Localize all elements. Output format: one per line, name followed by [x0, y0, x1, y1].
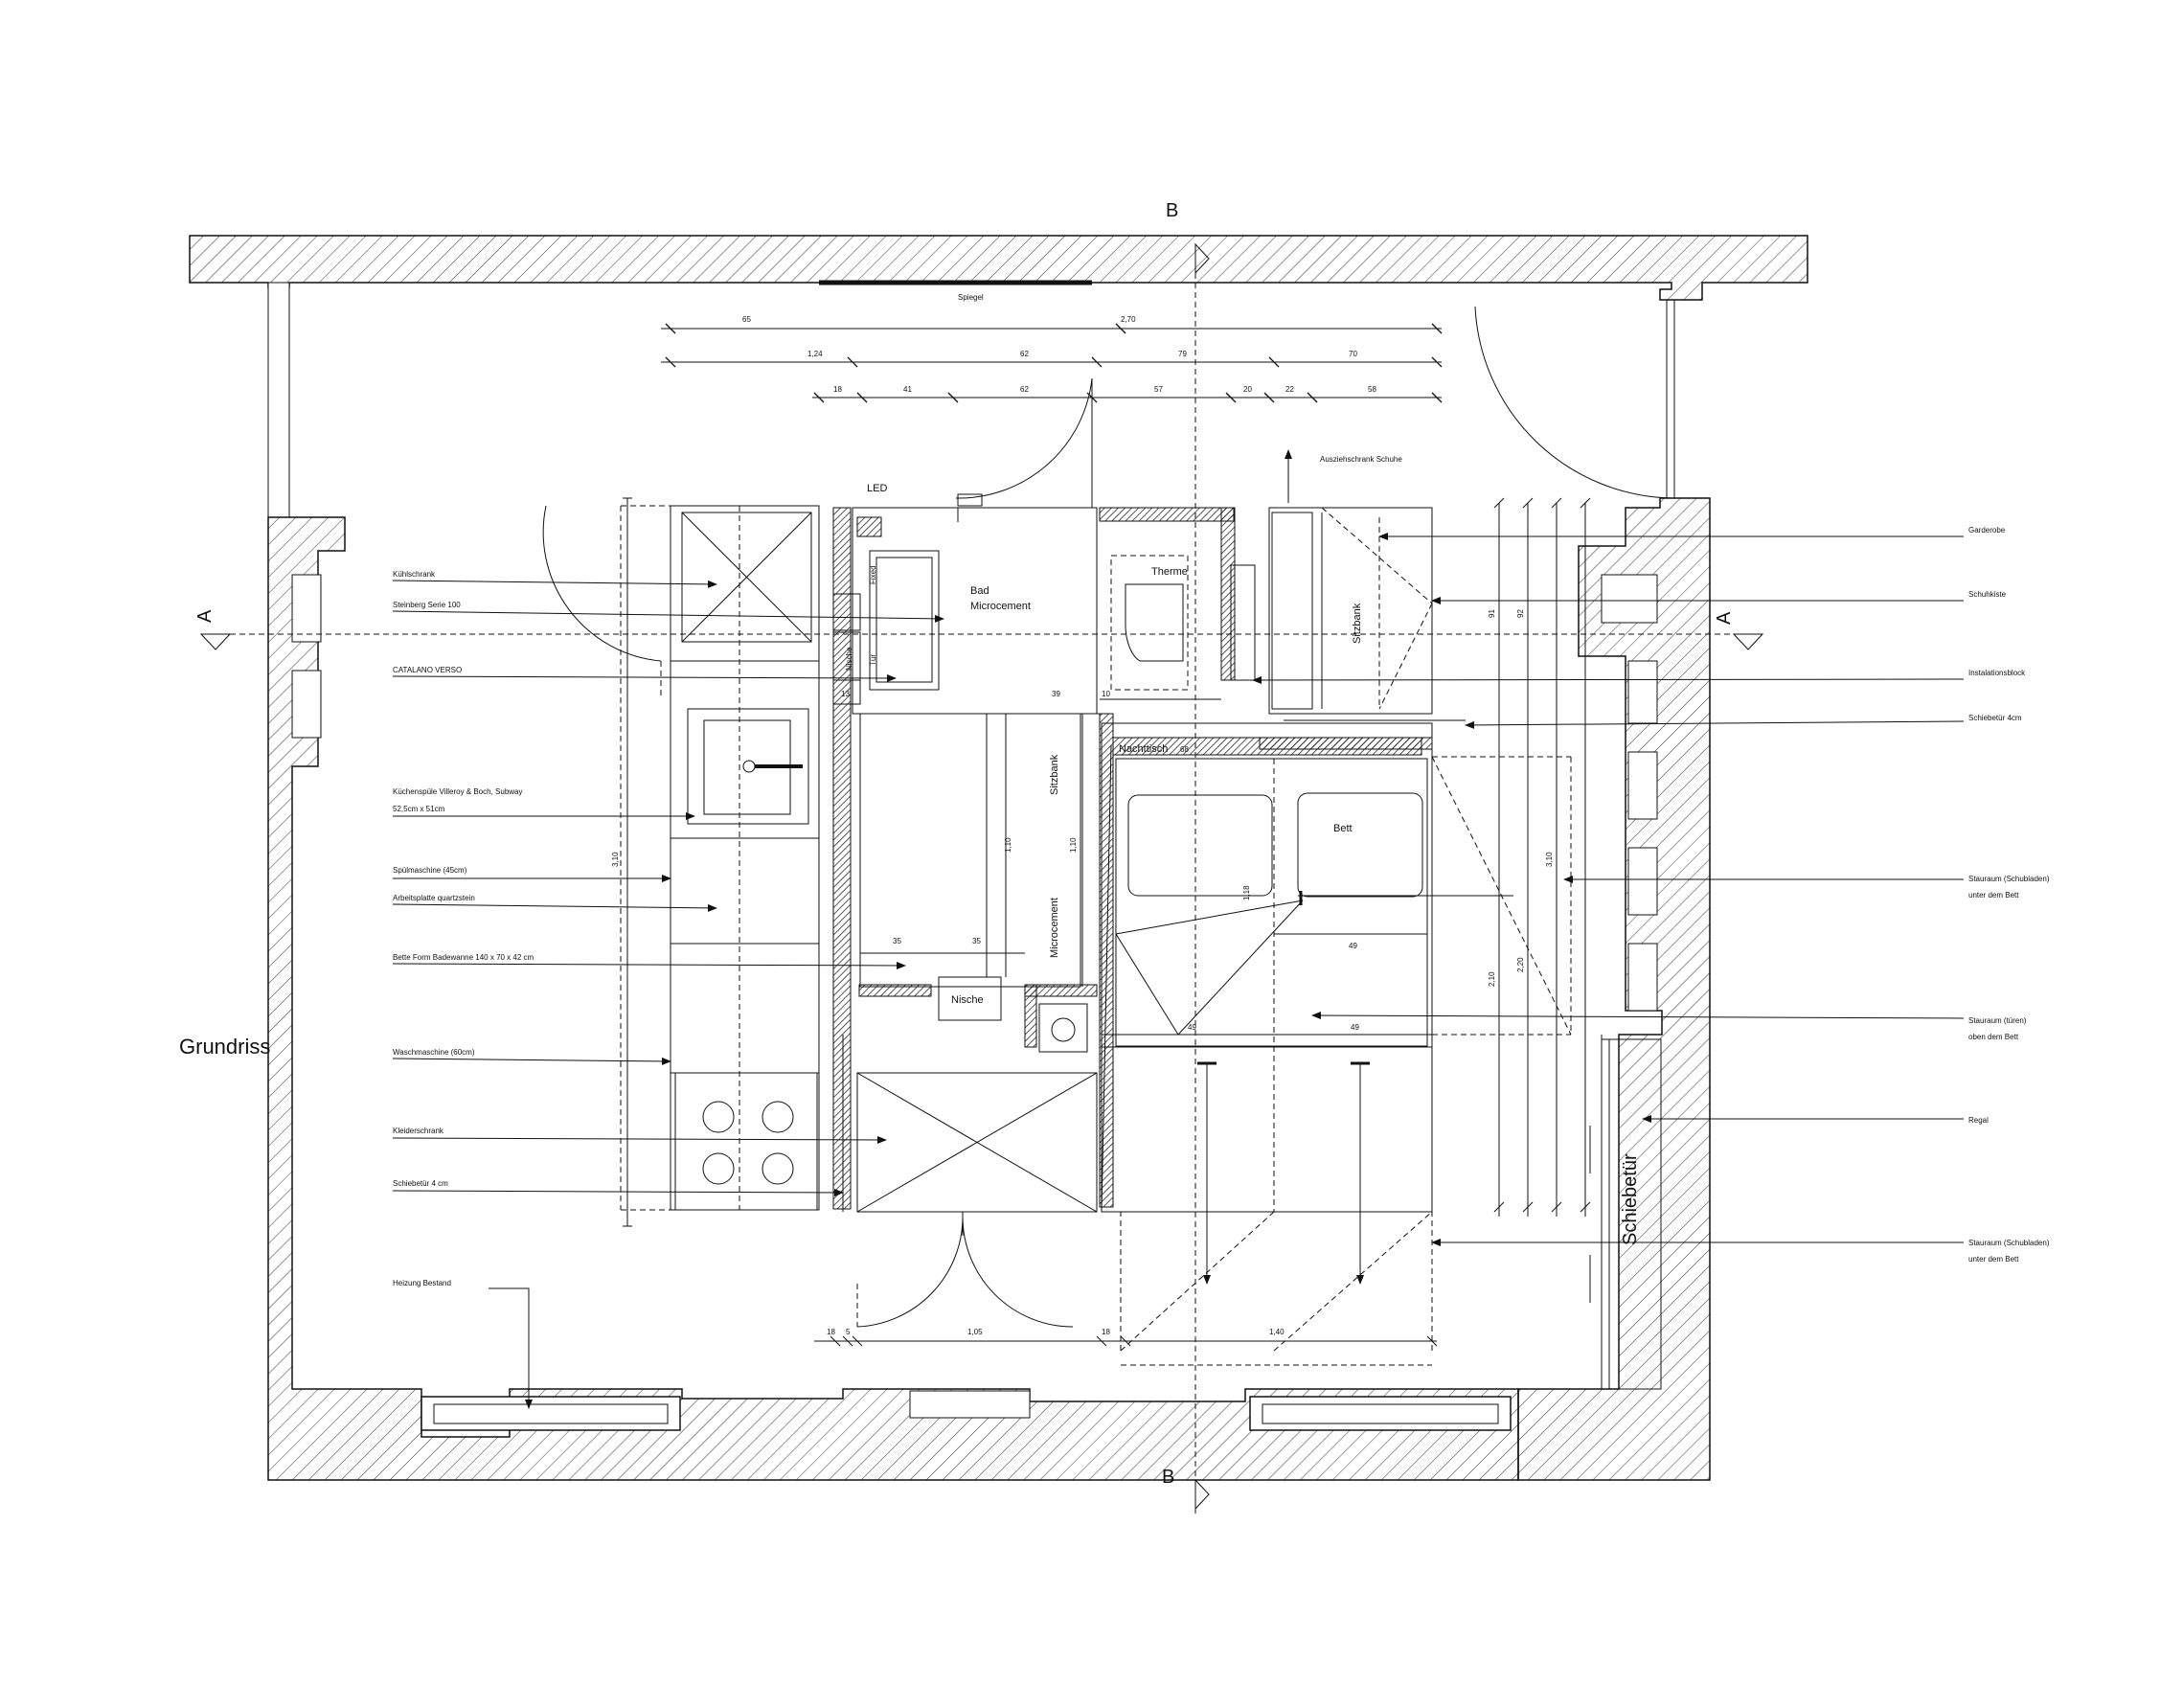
- callout-storage-doors-b: oben dem Bett: [1968, 1033, 2019, 1041]
- callout-steinberg: Steinberg Serie 100: [393, 601, 461, 609]
- dim-58: 58: [1368, 385, 1376, 394]
- fixed-label: Fixed: [869, 565, 877, 584]
- right-vertical-dimensions: [1493, 497, 1591, 1217]
- section-line-b: [1194, 242, 1210, 1514]
- sliding-door-label: Schiebetür: [1620, 1153, 1641, 1245]
- dim-2-10: 2,10: [1488, 971, 1496, 987]
- callout-sink: Küchenspüle Villeroy & Boch, Subway: [393, 787, 523, 796]
- dim-bottom-5: 5: [846, 1328, 851, 1336]
- door-label: Tür: [869, 654, 877, 666]
- section-a-right: A: [1714, 611, 1735, 625]
- dim-1-18: 1,18: [1242, 885, 1251, 900]
- shoe-cabinet: [1268, 507, 1466, 721]
- dim-49c: 49: [1351, 1023, 1359, 1032]
- dim-41: 41: [903, 385, 912, 394]
- dim-1-10-a: 1,10: [1004, 837, 1012, 853]
- callout-sink-size: 52,5cm x 51cm: [393, 805, 445, 813]
- dim-91: 91: [1488, 609, 1496, 618]
- callout-dishwasher: Spülmaschine (45cm): [393, 866, 467, 875]
- callout-shelf: Regal: [1968, 1116, 1989, 1125]
- callout-fridge: Kühlschrank: [393, 570, 436, 579]
- callout-storage-drawers-2: Stauraum (Schubladen): [1968, 1239, 2050, 1247]
- bathtub-area: [859, 713, 1088, 1053]
- wardrobe: [842, 1035, 1098, 1328]
- microcement-vertical-label: Microcement: [1049, 898, 1060, 958]
- dim-79: 79: [1178, 350, 1187, 358]
- dim-2-70: 2,70: [1121, 315, 1136, 324]
- dim-22: 22: [1285, 385, 1294, 394]
- bath-label: Bad: [970, 585, 989, 597]
- section-a-left: A: [194, 609, 216, 623]
- dim-49a: 49: [1349, 942, 1357, 950]
- dim-13: 13: [841, 690, 850, 698]
- bed-label: Bett: [1333, 823, 1353, 834]
- left-callout-arrows: [392, 580, 944, 1196]
- callout-storage-drawers-1b: unter dem Bett: [1968, 891, 2019, 900]
- dim-68: 68: [1180, 745, 1189, 754]
- kitchen-block: [542, 497, 820, 1227]
- entrance-door: [1474, 300, 1675, 499]
- callout-catalano: CATALANO VERSO: [393, 666, 462, 674]
- dim-bottom-1-40: 1,40: [1269, 1328, 1285, 1336]
- callout-installation-block: Instalationsblock: [1968, 669, 2026, 677]
- drawing-title: Grundriss: [179, 1035, 271, 1059]
- callout-storage-drawers-1: Stauraum (Schubladen): [1968, 875, 2050, 883]
- dim-1-24: 1,24: [807, 350, 823, 358]
- led-label: LED: [867, 483, 887, 494]
- niche-vertical-label: Nische: [845, 647, 853, 671]
- callout-wardrobe: Kleiderschrank: [393, 1127, 444, 1135]
- callout-sliding-door-left: Schiebetür 4 cm: [393, 1179, 448, 1188]
- section-b-bottom: B: [1162, 1467, 1174, 1488]
- dim-65: 65: [742, 315, 751, 324]
- bed-unit: [1101, 722, 1572, 1366]
- dim-57: 57: [1154, 385, 1163, 394]
- dim-bottom-1-05: 1,05: [967, 1328, 983, 1336]
- callout-storage-doors: Stauraum (türen): [1968, 1016, 2027, 1025]
- callout-sliding-door-right: Schiebetür 4cm: [1968, 714, 2022, 722]
- dim-3-10-right: 3,10: [1545, 852, 1554, 867]
- dim-62b: 62: [1020, 385, 1029, 394]
- shelf-sliding-door: [1589, 1038, 1662, 1390]
- dim-2-20: 2,20: [1516, 957, 1525, 972]
- section-line-a: [199, 633, 1764, 650]
- pullout-cabinet-label: Ausziehschrank Schuhe: [1320, 455, 1402, 464]
- dim-49b: 49: [1188, 1023, 1196, 1032]
- section-b-top: B: [1166, 200, 1178, 221]
- bottom-dimensions: [814, 1335, 1438, 1347]
- dim-35b: 35: [972, 937, 981, 945]
- callout-countertop: Arbeitsplatte quartzstein: [393, 894, 475, 902]
- dim-20: 20: [1243, 385, 1252, 394]
- niche-label: Nische: [951, 994, 984, 1006]
- exterior-walls: [189, 235, 1808, 1481]
- bath-material-label: Microcement: [970, 601, 1031, 612]
- dim-bottom-18: 18: [827, 1328, 835, 1336]
- dim-92: 92: [1516, 609, 1525, 618]
- bench-label-2: Sitzbank: [1352, 603, 1363, 644]
- right-callout-arrows: [1252, 533, 1965, 1246]
- therme-label: Therme: [1151, 566, 1188, 578]
- top-dimensions: [661, 323, 1443, 403]
- callout-shoe-box: Schuhkiste: [1968, 590, 2007, 599]
- callout-bathtub: Bette Form Badewanne 140 x 70 x 42 cm: [393, 953, 534, 962]
- callout-storage-drawers-2b: unter dem Bett: [1968, 1255, 2019, 1264]
- dim-70: 70: [1349, 350, 1357, 358]
- dim-39: 39: [1052, 690, 1060, 698]
- partition-walls: [832, 507, 1433, 1210]
- callout-coat-rack: Garderobe: [1968, 526, 2006, 535]
- dim-bottom-18b: 18: [1102, 1328, 1110, 1336]
- bathroom: [832, 377, 1256, 977]
- dim-35a: 35: [893, 937, 901, 945]
- dim-3-10-left: 3,10: [611, 852, 620, 867]
- bench-label-1: Sitzbank: [1049, 754, 1060, 795]
- dim-62: 62: [1020, 350, 1029, 358]
- dim-10: 10: [1102, 690, 1110, 698]
- callout-washer: Waschmaschine (60cm): [393, 1048, 475, 1057]
- dim-18: 18: [833, 385, 842, 394]
- mirror-label: Spiegel: [958, 293, 984, 302]
- dim-1-10-b: 1,10: [1069, 837, 1078, 853]
- heating-label: Heizung Bestand: [393, 1279, 451, 1287]
- nightstand-label: Nachttisch: [1119, 743, 1168, 755]
